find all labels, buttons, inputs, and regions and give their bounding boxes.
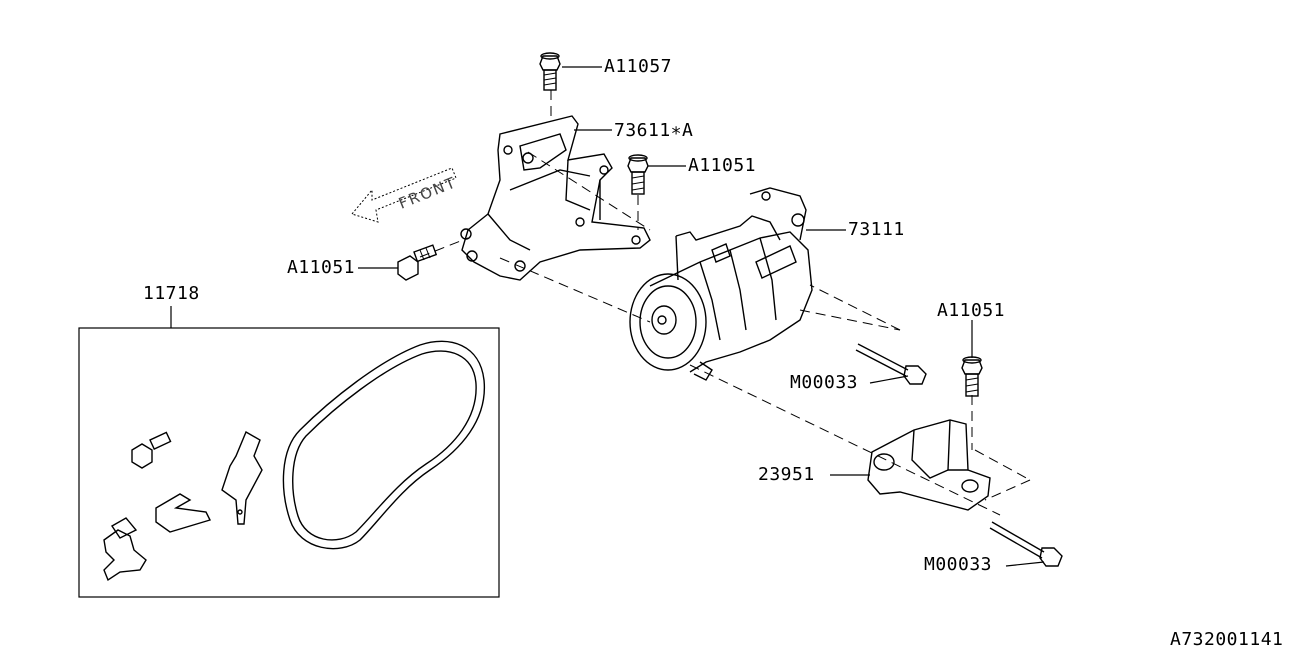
compressor-73111-icon xyxy=(629,187,813,381)
callout-a11051-mid: A11051 xyxy=(688,155,757,176)
callout-11718: 11718 xyxy=(143,283,200,304)
bolt-a11051-right-icon xyxy=(961,356,983,397)
v-belt-icon xyxy=(282,340,486,550)
bolt-a11051-mid-icon xyxy=(627,154,649,195)
callout-a11051-left: A11051 xyxy=(287,257,356,278)
kit-strip-icon xyxy=(221,430,263,525)
callout-m00033-2: M00033 xyxy=(924,554,993,575)
callout-a11057: A11057 xyxy=(604,56,673,77)
bolt-a11051-left-icon xyxy=(397,244,438,281)
alignment-lines xyxy=(419,90,1031,516)
callout-73111: 73111 xyxy=(848,219,905,240)
callout-23951: 23951 xyxy=(758,464,815,485)
kit-l-bracket-icon xyxy=(155,493,211,533)
callout-73611a: 73611∗A xyxy=(614,120,694,141)
stay-23951-icon xyxy=(867,419,991,511)
front-arrow-icon xyxy=(351,167,457,223)
kit-bolt-icon xyxy=(131,431,172,469)
long-bolt-m00033-2-icon xyxy=(989,521,1063,567)
kit-box xyxy=(78,327,500,598)
bracket-73611a-icon xyxy=(460,115,651,281)
kit-clip-icon xyxy=(103,517,147,582)
bolt-a11057-icon xyxy=(539,52,561,91)
leader-lines xyxy=(170,66,1045,567)
drawing-number: A732001141 xyxy=(1170,629,1284,650)
long-bolt-m00033-1-icon xyxy=(855,343,927,385)
callout-a11051-right: A11051 xyxy=(937,300,1006,321)
callout-m00033-1: M00033 xyxy=(790,372,859,393)
